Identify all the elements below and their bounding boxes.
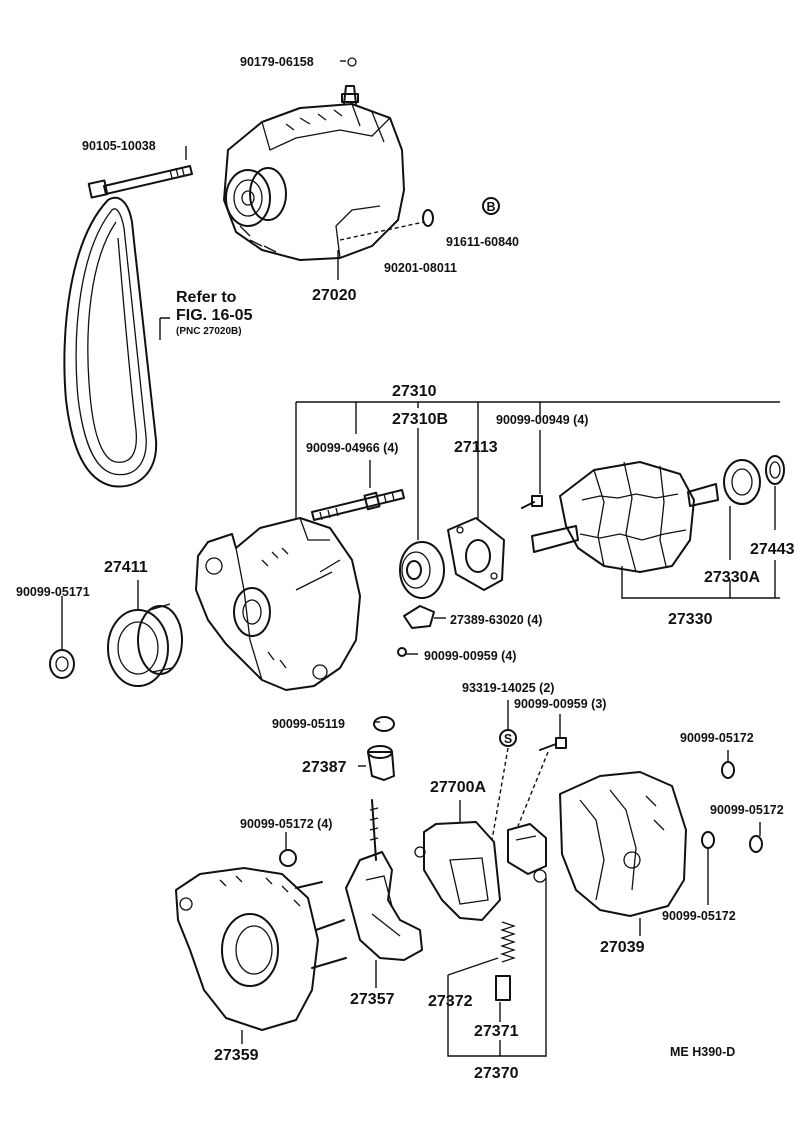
retainer-plate — [447, 517, 505, 591]
label-90105-10038: 90105-10038 — [82, 139, 156, 153]
nut-05172-c — [701, 831, 715, 849]
label-27357: 27357 — [350, 991, 395, 1008]
label-90201-08011: 90201-08011 — [384, 261, 457, 275]
refer-line-1: Refer to — [176, 289, 237, 306]
screw-00959-b — [539, 737, 567, 751]
bracket-27389 — [403, 605, 435, 629]
label-27310: 27310 — [392, 383, 437, 400]
bearing-cover — [765, 455, 785, 485]
label-27113: 27113 — [454, 439, 498, 456]
label-90099-00959-4: 90099-00959 (4) — [424, 649, 516, 663]
refer-line-2: FIG. 16-05 — [176, 307, 253, 324]
label-27310B: 27310B — [392, 411, 448, 428]
drive-end-frame — [195, 517, 361, 691]
nut-05119 — [373, 716, 395, 732]
label-90099-05172-a: 90099-05172 — [680, 731, 754, 745]
screw-00949 — [521, 495, 543, 509]
rotor — [531, 461, 719, 573]
nut-05172-b — [749, 835, 763, 853]
bearing-27310B — [399, 541, 445, 599]
screw-00959-a — [397, 647, 407, 657]
brush — [495, 975, 511, 1001]
label-90099-00949: 90099-00949 (4) — [496, 413, 588, 427]
mark-b-text: B — [486, 200, 495, 214]
alternator-assembly — [223, 57, 405, 261]
label-90099-04966: 90099-04966 (4) — [306, 441, 398, 455]
label-90099-05172-4: 90099-05172 (4) — [240, 817, 332, 831]
label-27411: 27411 — [104, 559, 148, 576]
label-90099-05172-b: 90099-05172 — [710, 803, 784, 817]
long-bolt — [87, 165, 193, 199]
label-90179-06158: 90179-06158 — [240, 55, 314, 69]
mark-s: S — [499, 729, 517, 747]
mark-s-text: S — [504, 732, 512, 746]
mark-b: B — [482, 197, 500, 215]
label-27387: 27387 — [302, 759, 347, 776]
refer-line-3: (PNC 27020B) — [176, 326, 242, 337]
rear-cover — [559, 771, 687, 917]
label-27039: 27039 — [600, 939, 645, 956]
label-27372: 27372 — [428, 993, 473, 1010]
label-27370: 27370 — [474, 1065, 519, 1082]
label-90099-05172-c: 90099-05172 — [662, 909, 736, 923]
rectifier — [345, 799, 423, 961]
label-27389-63020: 27389-63020 (4) — [450, 613, 542, 627]
insulator-27387 — [367, 745, 395, 781]
label-27359: 27359 — [214, 1047, 259, 1064]
nut-05172-d — [279, 849, 297, 867]
label-27330A: 27330A — [704, 569, 760, 586]
pulley-nut — [49, 649, 75, 679]
pulley — [107, 603, 183, 687]
label-27700A: 27700A — [430, 779, 486, 796]
label-27371: 27371 — [474, 1023, 519, 1040]
label-27443: 27443 — [750, 541, 795, 558]
rear-end-frame — [175, 867, 347, 1031]
diagram-code: ME H390-D — [670, 1045, 735, 1059]
label-90099-05171: 90099-05171 — [16, 585, 90, 599]
label-93319-14025: 93319-14025 (2) — [462, 681, 554, 695]
brush-holder — [507, 823, 547, 883]
nut-05172-a — [721, 761, 735, 779]
v-belt — [63, 196, 158, 488]
label-90099-00959-3: 90099-00959 (3) — [514, 697, 606, 711]
bearing-27330A — [723, 459, 761, 505]
nut-90201 — [339, 209, 434, 241]
spring — [499, 921, 517, 963]
label-91611-60840: 91611-60840 — [446, 235, 519, 249]
label-27020: 27020 — [312, 287, 357, 304]
label-27330: 27330 — [668, 611, 713, 628]
through-bolt — [311, 489, 405, 521]
regulator — [414, 821, 501, 921]
label-90099-05119: 90099-05119 — [272, 717, 345, 731]
